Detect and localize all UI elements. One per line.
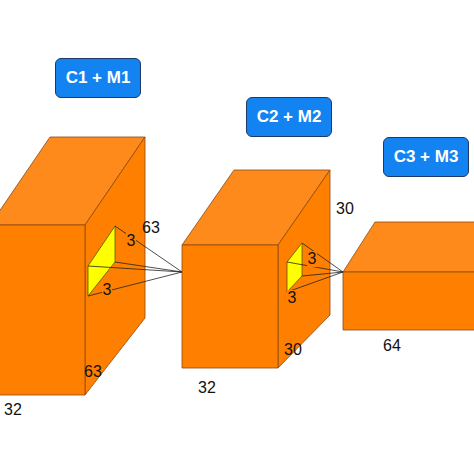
dimension-label: 30 bbox=[335, 201, 355, 217]
dimension-label: 3 bbox=[102, 282, 113, 298]
dimension-label: 32 bbox=[197, 380, 217, 396]
dimension-label: 63 bbox=[83, 364, 103, 380]
block-side bbox=[278, 170, 330, 368]
block-top bbox=[343, 222, 474, 272]
block-front bbox=[182, 245, 278, 368]
dimension-label: 32 bbox=[3, 402, 23, 418]
layer-label: C2 + M2 bbox=[257, 108, 322, 127]
projection-lines bbox=[88, 226, 343, 296]
layer-label-box: C2 + M2 bbox=[246, 97, 332, 137]
dimension-label: 64 bbox=[382, 338, 402, 354]
dimension-label: 63 bbox=[141, 220, 161, 236]
kernel-window bbox=[287, 243, 302, 292]
layer-label: C1 + M1 bbox=[66, 69, 131, 88]
dimension-label: 3 bbox=[287, 290, 298, 306]
block-front bbox=[0, 225, 85, 395]
layer-label-box: C1 + M1 bbox=[55, 58, 141, 98]
layer-label-box: C3 + M3 bbox=[383, 137, 469, 177]
dimension-label: 3 bbox=[307, 251, 318, 267]
block-front bbox=[343, 272, 474, 330]
dimension-label: 30 bbox=[283, 342, 303, 358]
layer-label: C3 + M3 bbox=[394, 148, 459, 167]
dimension-label: 3 bbox=[126, 233, 137, 249]
